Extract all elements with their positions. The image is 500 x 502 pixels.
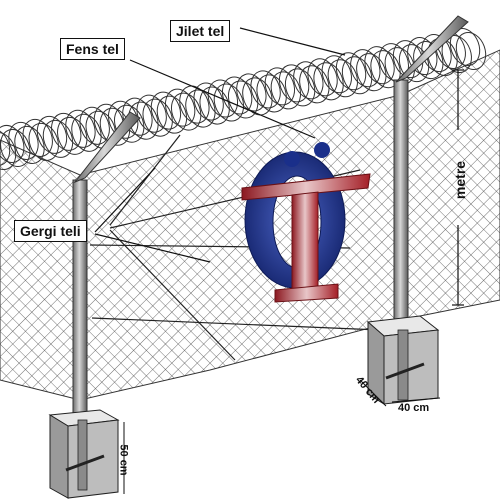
coil-loop: [114, 104, 145, 143]
barbed-wire-label: Jilet tel: [170, 20, 231, 42]
coil-loop: [327, 59, 358, 98]
coil-loop: [221, 76, 253, 115]
coil-loop: [170, 92, 202, 131]
right-post: [393, 15, 469, 341]
coil-loop: [156, 95, 188, 134]
coil-loop: [455, 32, 487, 70]
coil-loop: [150, 91, 182, 130]
coil-loop: [42, 119, 74, 158]
coil-loop: [193, 82, 224, 121]
coil-loop: [256, 74, 287, 113]
coil-loop: [0, 132, 17, 170]
height-dimension-line: [452, 69, 464, 306]
coil-loop: [0, 124, 25, 163]
tension-wire-label: Gergi teli: [14, 220, 87, 242]
coil-loop: [350, 49, 381, 88]
coil-loop: [36, 115, 68, 154]
coil-loop: [278, 64, 310, 103]
coil-loop: [341, 56, 373, 95]
coil-loop: [65, 109, 96, 148]
coil-loop: [57, 116, 88, 155]
coil-loop: [22, 118, 53, 157]
height-unit-label: metre: [452, 160, 469, 200]
coil-loop: [392, 40, 424, 79]
left-post: [72, 111, 141, 436]
coil-loop: [293, 61, 324, 100]
coil-loop: [14, 125, 45, 164]
coil-loop: [185, 89, 216, 128]
coil-loop: [284, 68, 316, 107]
footing-dimension-lines: [123, 379, 441, 494]
coil-loop: [299, 65, 330, 104]
coil-loop: [164, 88, 196, 127]
coil-loop: [250, 70, 281, 109]
coil-loop: [370, 50, 401, 89]
coil-loop: [71, 113, 102, 152]
coil-loop: [321, 55, 352, 94]
fence-wire-label: Fens tel: [60, 38, 125, 60]
coil-loop: [142, 98, 173, 137]
coil-loop: [227, 80, 259, 119]
coil-loop: [8, 121, 39, 160]
coil-loop: [236, 73, 267, 112]
left-footing-height-label: 50 cm: [117, 444, 130, 476]
coil-loop: [179, 85, 210, 124]
left-footing-block: [48, 409, 120, 499]
right-footing-width-label: 40 cm: [398, 402, 430, 414]
coil-loop: [364, 46, 395, 85]
coil-loop: [264, 67, 296, 106]
coil-loop: [51, 112, 82, 151]
coil-loop: [270, 71, 302, 110]
coil-loop: [108, 100, 139, 139]
coil-loop: [307, 58, 338, 97]
coil-loop: [242, 77, 273, 116]
coil-loop: [0, 128, 11, 166]
coil-loop: [28, 122, 59, 161]
coil-loop: [313, 62, 344, 101]
ot-logo: [241, 142, 371, 303]
coil-loop: [356, 53, 387, 92]
coil-loop: [213, 83, 245, 122]
coil-loop: [335, 52, 367, 91]
coil-loop: [0, 128, 31, 167]
label-leader-lines: [94, 27, 346, 263]
coil-loop: [207, 79, 239, 118]
coil-loop: [79, 106, 110, 145]
right-footing-block: [366, 315, 440, 405]
